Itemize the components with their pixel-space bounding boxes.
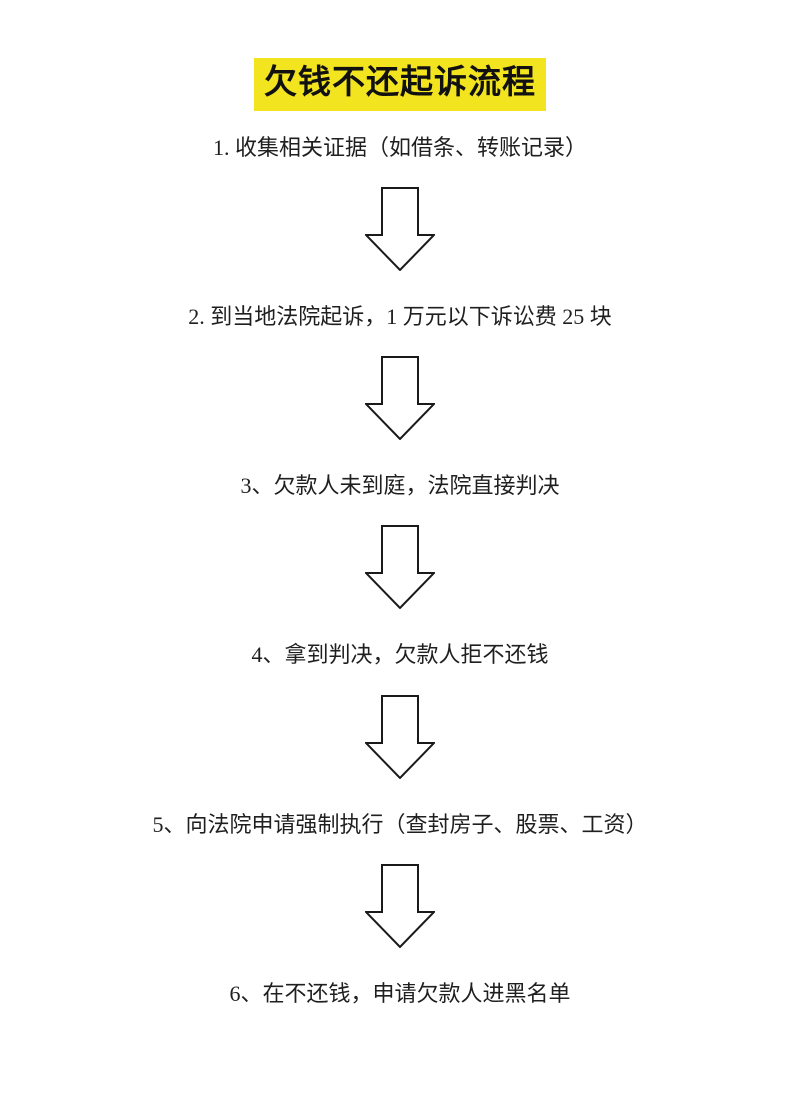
page-title: 欠钱不还起诉流程 — [254, 58, 546, 111]
down-arrow-icon — [365, 694, 435, 779]
down-arrow-icon — [365, 356, 435, 441]
down-arrow-icon — [365, 186, 435, 271]
step-4-text: 4、拿到判决，欠款人拒不还钱 — [251, 642, 549, 668]
step-2-text: 2. 到当地法院起诉，1 万元以下诉讼费 25 块 — [188, 303, 612, 329]
step-6-text: 6、在不还钱，申请欠款人进黑名单 — [229, 981, 571, 1007]
step-5-text: 5、向法院申请强制执行（查封房子、股票、工资） — [152, 811, 648, 837]
step-3-text: 3、欠款人未到庭，法院直接判决 — [240, 473, 560, 499]
down-arrow-icon — [365, 525, 435, 610]
step-1-text: 1. 收集相关证据（如借条、转账记录） — [212, 134, 587, 160]
down-arrow-icon — [365, 864, 435, 949]
